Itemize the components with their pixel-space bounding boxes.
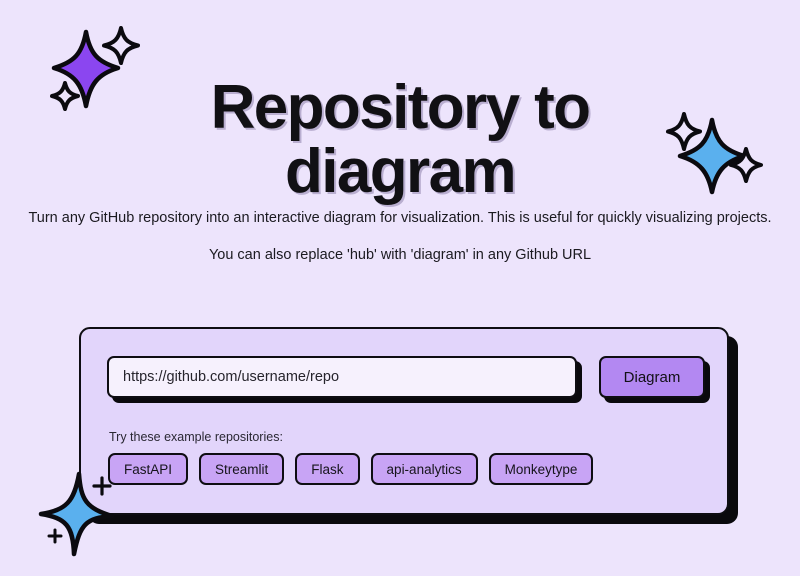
example-chip-fastapi[interactable]: FastAPI (108, 453, 189, 485)
example-repository-chips: FastAPI Streamlit Flask api-analytics Mo… (108, 453, 594, 485)
repository-form: Diagram (107, 356, 705, 398)
description-line-2: This is useful for quickly visualizing p… (487, 210, 772, 226)
example-chip-api-analytics[interactable]: api-analytics (370, 453, 478, 485)
examples-label: Try these example repositories: (109, 430, 283, 444)
example-chip-monkeytype[interactable]: Monkeytype (488, 453, 594, 485)
description-spacer (0, 231, 800, 243)
page-title-line-1: Repository to (210, 72, 591, 142)
repository-url-input[interactable] (107, 356, 577, 398)
example-chip-streamlit[interactable]: Streamlit (199, 453, 285, 485)
diagram-submit-button[interactable]: Diagram (599, 356, 705, 398)
description-line-3: You can also replace 'hub' with 'diagram… (208, 247, 592, 263)
page-description: Turn any GitHub repository into an inter… (0, 206, 800, 268)
repository-input-card: Diagram Try these example repositories: … (79, 327, 729, 515)
page-title: Repository to diagram (0, 72, 800, 206)
description-line-1: Turn any GitHub repository into an inter… (28, 210, 485, 226)
example-chip-flask[interactable]: Flask (295, 453, 360, 485)
page-title-line-2: diagram (285, 136, 517, 206)
